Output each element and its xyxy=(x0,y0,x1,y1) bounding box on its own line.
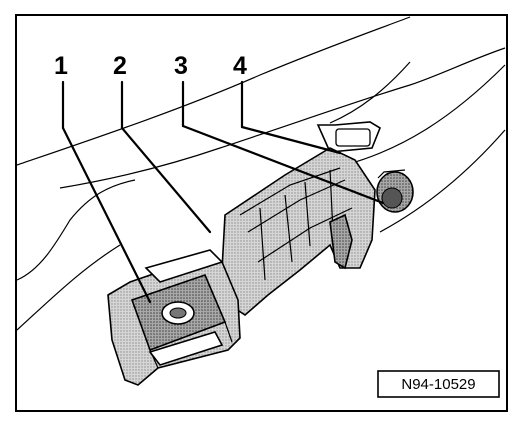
fastening-screw xyxy=(376,169,414,213)
leader-lines xyxy=(61,80,385,304)
body-panel-contours xyxy=(16,16,506,331)
panel-tab xyxy=(316,121,381,153)
callout-3: 3 xyxy=(174,52,188,80)
callout-2: 2 xyxy=(113,52,127,80)
reference-code: N94-10529 xyxy=(401,376,475,393)
callout-4: 4 xyxy=(233,52,247,80)
clip-nut xyxy=(107,249,241,386)
reference-code-box: N94-10529 xyxy=(377,370,500,398)
callout-1: 1 xyxy=(54,52,68,80)
